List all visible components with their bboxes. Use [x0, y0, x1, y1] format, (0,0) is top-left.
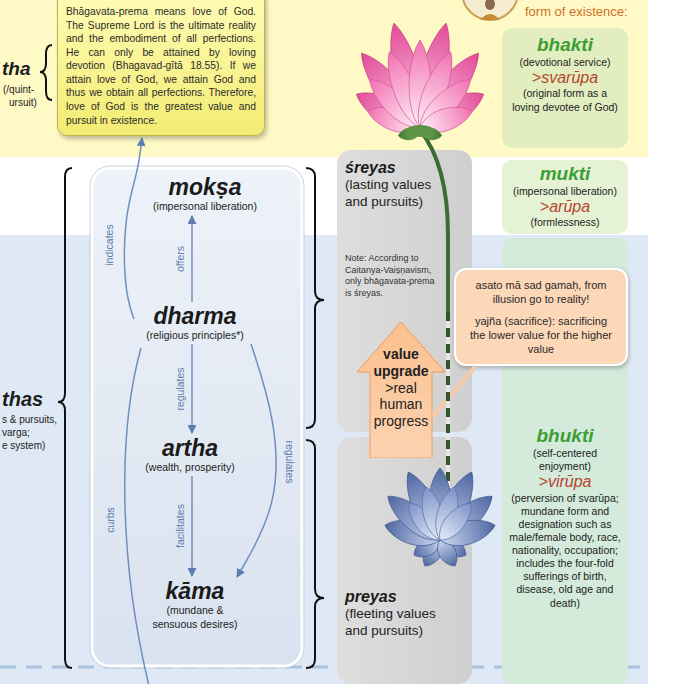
- blue-lotus: [380, 467, 499, 570]
- concept-subtitle: (devotional service): [508, 56, 622, 69]
- leader-connector: [432, 366, 476, 417]
- side-label: tha: [2, 58, 31, 80]
- edge-label: regulates: [284, 440, 296, 483]
- concept-subtitle: (impersonal liberation): [508, 185, 622, 198]
- arrow-text: >real human progress: [370, 380, 432, 430]
- form-box: mukti(impersonal liberation)>arūpa(forml…: [502, 160, 628, 234]
- arrow-title: value upgrade: [370, 346, 432, 380]
- concept-node: kāma(mundane & sensuous desires): [145, 578, 245, 631]
- relation-arrow: [237, 344, 276, 577]
- lotus-base: [406, 125, 434, 137]
- concept-title: mokṣa: [140, 174, 270, 200]
- brace: [306, 440, 324, 668]
- portrait-medallion: [462, 0, 518, 20]
- edge-label: regulates: [174, 367, 186, 410]
- concept-subtitle: (religious principles*): [135, 329, 255, 342]
- lotus-stem: [420, 130, 448, 312]
- form-title: bhakti: [508, 35, 622, 56]
- side-label: ursuit): [9, 97, 37, 108]
- arrow-outline: [357, 322, 445, 458]
- side-label: thas: [2, 388, 43, 411]
- side-label: varga;: [2, 427, 30, 438]
- concept-title: dharma: [135, 303, 255, 329]
- form-box: bhakti(devotional service)>svarūpa(origi…: [502, 28, 628, 148]
- concept-node: dharma(religious principles*): [135, 303, 255, 343]
- form-name: >arūpa: [508, 198, 622, 216]
- curbs-line: [125, 348, 150, 684]
- concept-subtitle: (perversion of svarūpa; mundane form and…: [508, 492, 622, 610]
- callout-text: asato mā sad gamaḥ, from illusion go to …: [466, 278, 616, 307]
- brace: [40, 45, 52, 100]
- concept-node: mokṣa(impersonal liberation): [140, 174, 270, 214]
- upgrade-arrow: value upgrade>real human progress: [357, 322, 445, 458]
- form-title: bhukti: [508, 426, 622, 447]
- concept-title: kāma: [145, 578, 245, 604]
- side-label: (/quint-: [3, 84, 34, 95]
- side-label: s & pursuits,: [2, 414, 57, 425]
- purushartha-panel: [92, 168, 302, 666]
- concept-subtitle: (formlessness): [508, 216, 622, 229]
- form-name: >svarūpa: [508, 69, 622, 87]
- lotus-petal: [433, 497, 479, 546]
- value-title: śreyas: [345, 158, 441, 177]
- concept-title: artha: [130, 435, 250, 461]
- pink-lotus: [350, 20, 489, 141]
- relation-arrow: [191, 344, 193, 433]
- brace: [306, 168, 324, 428]
- note-text: Note: According to Caitanya-Vaiṣṇavism, …: [345, 253, 441, 300]
- concept-subtitle: (self-centered enjoyment): [508, 447, 622, 473]
- form-name: >virūpa: [508, 473, 622, 491]
- side-label: e system): [2, 440, 45, 451]
- relation-arrow: [191, 476, 193, 576]
- concept-subtitle: (original form as a loving devotee of Go…: [508, 87, 622, 113]
- edge-label: facilitates: [174, 504, 186, 548]
- relation-arrow: [191, 216, 193, 302]
- callout-text: yajña (sacrifice): sacrificing the lower…: [466, 314, 616, 357]
- form-title: mukti: [508, 164, 622, 185]
- value-title: preyas: [345, 587, 460, 606]
- concept-subtitle: (wealth, prosperity): [130, 461, 250, 474]
- concept-node: artha(wealth, prosperity): [130, 435, 250, 475]
- portrait-figure: [480, 14, 500, 20]
- edge-label: curbs: [104, 507, 116, 533]
- portrait-figure: [485, 0, 495, 10]
- relation-arrow: [124, 138, 142, 319]
- callout-box: asato mā sad gamaḥ, from illusion go to …: [454, 268, 628, 366]
- body-text: Bhāgavata-prema means love of God. The S…: [66, 5, 256, 127]
- value-subtitle: (lasting values and pursuits): [345, 177, 441, 211]
- concept-subtitle: (mundane & sensuous desires): [145, 604, 245, 630]
- value-subtitle: (fleeting values and pursuits): [345, 606, 460, 640]
- side-label: form of existence:: [525, 4, 628, 19]
- panel-outline: [90, 166, 304, 668]
- concept-subtitle: (impersonal liberation): [140, 200, 270, 213]
- brace: [58, 168, 72, 668]
- definition-box: Bhāgavata-prema means love of God. The S…: [57, 0, 265, 136]
- edge-label: offers: [174, 246, 186, 272]
- edge-label: indicates: [103, 224, 115, 265]
